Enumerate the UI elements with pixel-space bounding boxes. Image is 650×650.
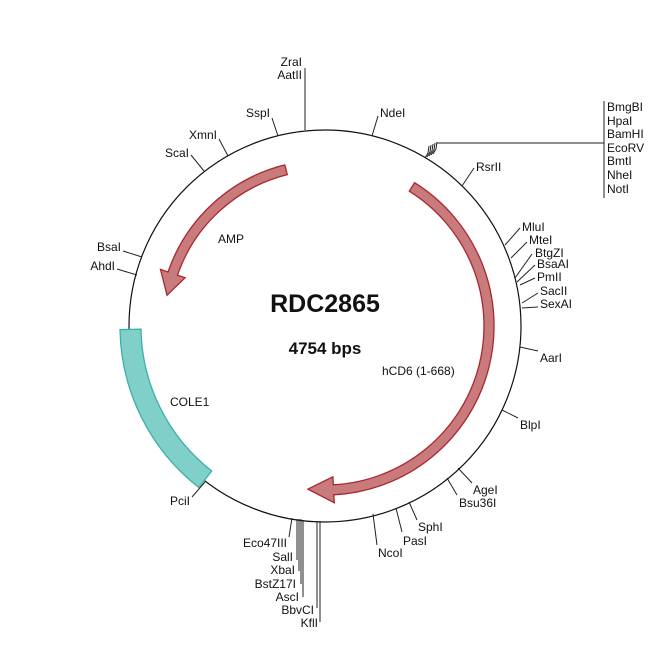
- cut-site-tick-aari: [519, 346, 539, 352]
- cut-site-tick-xmni: [218, 138, 229, 157]
- enzyme-label-bmti: BmtI: [607, 154, 632, 168]
- enzyme-label-aatii: AatII: [277, 68, 302, 82]
- cut-site-tick-sexai: [521, 306, 539, 309]
- plasmid-name: RDC2865: [270, 290, 380, 318]
- cut-site-tick-bsaai: [516, 264, 536, 283]
- enzyme-label-eco47iii: Eco47III: [243, 536, 287, 550]
- enzyme-label-pasi: PasI: [403, 534, 427, 548]
- cut-site-tick-cluster: [432, 141, 438, 155]
- enzyme-label-pcii: PciI: [170, 494, 190, 508]
- enzyme-label-ncoi: NcoI: [378, 546, 403, 560]
- feature-label-hcd6: hCD6 (1-668): [382, 364, 455, 378]
- enzyme-label-aari: AarI: [540, 351, 562, 365]
- cut-site-tick-bsai: [122, 250, 143, 258]
- enzyme-label-bstz17i: BstZ17I: [255, 577, 296, 591]
- enzyme-label-noti: NotI: [607, 182, 629, 196]
- enzyme-label-bmgbi: BmgBI: [607, 100, 643, 114]
- cut-site-tick-sacii: [521, 292, 539, 304]
- enzyme-label-sexai: SexAI: [540, 297, 572, 311]
- feature-hcd6-arrow: [306, 181, 495, 504]
- enzyme-label-scai: ScaI: [165, 146, 189, 160]
- enzyme-label-asci: AscI: [276, 590, 299, 604]
- cut-site-tick-btgzi: [514, 253, 533, 279]
- cut-site-tick-eco47iii: [288, 517, 293, 538]
- enzyme-label-zrai: ZraI: [281, 55, 302, 69]
- feature-amp-arrow: [159, 164, 289, 297]
- enzyme-label-sali: SalI: [272, 550, 293, 564]
- plasmid-length: 4754 bps: [289, 339, 362, 358]
- cut-site-tick-pcii: [191, 481, 206, 498]
- enzyme-label-agei: AgeI: [473, 483, 498, 497]
- backbone-circle: [128, 129, 522, 523]
- enzyme-label-ahdi: AhdI: [90, 259, 115, 273]
- cut-site-tick-agei: [457, 467, 473, 484]
- enzyme-label-btgzi: BtgZI: [535, 246, 564, 260]
- feature-cole1-band: [119, 328, 213, 489]
- enzyme-label-bsaai: BsaAI: [537, 257, 569, 271]
- enzyme-label-nhei: NheI: [607, 168, 632, 182]
- cut-site-tick-scai: [190, 154, 205, 172]
- cut-site-tick-ahdi: [116, 268, 138, 276]
- enzyme-label-bsu36i: Bsu36I: [459, 496, 496, 510]
- cut-site-tick-pmii: [519, 277, 536, 286]
- enzyme-label-bsai: BsaI: [97, 240, 121, 254]
- cut-site-tick-bsu36i: [446, 477, 458, 496]
- cut-site-tick-mlui: [504, 227, 521, 246]
- enzyme-label-xmni: XmnI: [189, 128, 217, 142]
- enzyme-label-hpai: HpaI: [607, 114, 632, 128]
- cut-site-tick-cluster: [430, 142, 436, 156]
- cut-site-tick-sspi: [271, 117, 279, 137]
- enzyme-label-ecorv: EcoRV: [607, 141, 644, 155]
- cut-site-tick-blpi: [501, 409, 519, 419]
- cut-site-tick-cluster: [426, 144, 432, 158]
- enzyme-label-pmii: PmII: [537, 270, 562, 284]
- feature-label-cole1: COLE1: [170, 395, 210, 409]
- cut-site-tick-mtei: [510, 241, 528, 259]
- cut-site-tick-cluster: [428, 143, 434, 157]
- enzyme-label-sspi: SspI: [246, 106, 270, 120]
- enzyme-label-sacii: SacII: [540, 284, 567, 298]
- cut-site-tick-sphi: [408, 501, 418, 521]
- enzyme-label-sphi: SphI: [418, 520, 443, 534]
- enzyme-label-bbvci: BbvCI: [281, 603, 314, 617]
- cut-site-tick-pasi: [395, 507, 403, 533]
- enzyme-label-xbai: XbaI: [270, 563, 295, 577]
- enzyme-label-mtei: MteI: [529, 233, 552, 247]
- feature-label-amp: AMP: [218, 232, 244, 246]
- enzyme-label-ndei: NdeI: [380, 106, 405, 120]
- cut-site-tick-rsrii: [461, 167, 475, 187]
- enzyme-label-mlui: MluI: [522, 220, 545, 234]
- enzyme-label-blpi: BlpI: [520, 418, 541, 432]
- enzyme-label-kfli: KflI: [301, 616, 318, 630]
- enzyme-label-rsrii: RsrII: [476, 160, 501, 174]
- cut-site-tick-cluster: [424, 145, 430, 159]
- cut-site-tick-ncoi: [372, 513, 378, 546]
- cut-site-tick-ndei: [371, 115, 379, 137]
- enzyme-label-bamhi: BamHI: [607, 127, 644, 141]
